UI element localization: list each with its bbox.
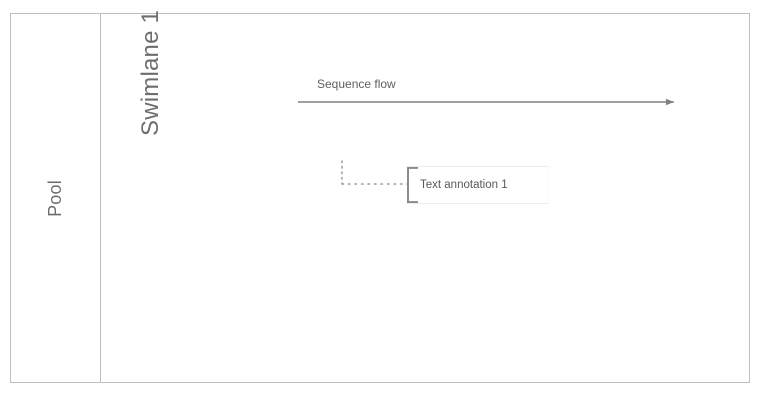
text-annotation-shape[interactable]: Text annotation 1 bbox=[406, 166, 549, 204]
annotation-association-connector[interactable] bbox=[335, 156, 415, 196]
swimlane-label: Swimlane 1 bbox=[137, 9, 164, 136]
pool-shape[interactable]: Pool Swimlane 1 Sequence flow bbox=[10, 10, 750, 383]
annotation-bracket-icon bbox=[407, 167, 418, 203]
swimlane-shape[interactable]: Swimlane 1 Sequence flow bbox=[101, 10, 749, 382]
sequence-flow-label: Sequence flow bbox=[317, 77, 396, 91]
pool-header[interactable]: Pool bbox=[11, 14, 101, 382]
text-annotation-label: Text annotation 1 bbox=[420, 179, 508, 191]
sequence-flow-connector[interactable] bbox=[291, 90, 691, 114]
pool-label: Pool bbox=[44, 179, 65, 217]
